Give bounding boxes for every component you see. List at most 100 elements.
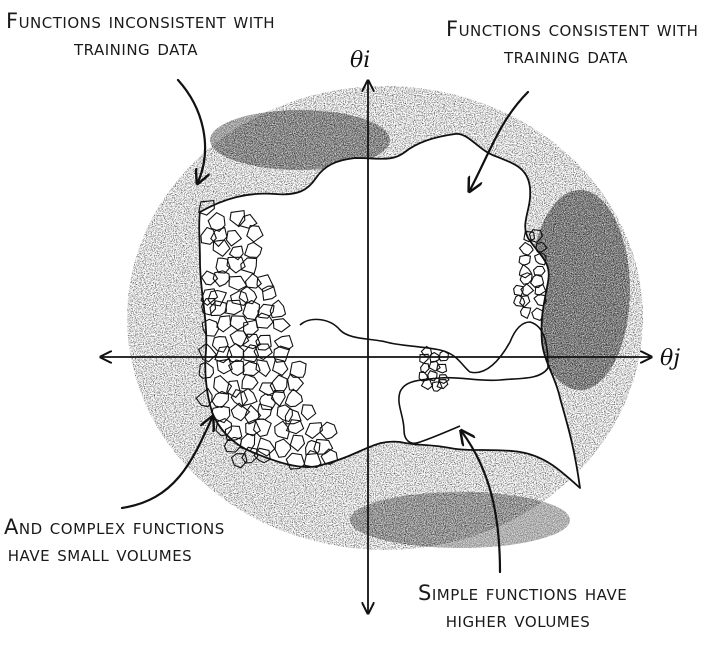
small-function-cell [523,230,535,243]
small-function-cell [209,300,227,317]
small-function-cell [289,360,307,378]
simple-function-volume [299,318,549,445]
small-function-cell [200,226,217,245]
small-function-cell [239,433,256,452]
caption-consistent: Functions consistent with training data [446,16,699,70]
small-function-cell [240,257,258,275]
arrow-inconsistent [176,78,205,182]
small-function-cell [226,256,246,274]
small-function-cell [242,361,261,377]
small-function-cell [519,272,533,285]
small-function-cell [211,390,230,409]
arrow-consistent [470,90,530,190]
small-function-cell [284,388,304,408]
caption-inconsistent-line2: training data [74,36,198,60]
small-function-cell [228,245,244,261]
small-function-cell [195,387,213,408]
small-function-cell [212,239,231,258]
small-function-cell [229,290,249,307]
small-function-cell [215,417,232,437]
small-function-cell [420,378,433,391]
small-function-cell [255,334,272,351]
arrow-complex [120,418,212,510]
small-function-cell [533,293,547,307]
small-function-cell [531,307,544,322]
caption-consistent-line1: Functions consistent with [446,17,699,41]
small-function-cell [210,226,228,248]
small-function-cell [223,436,243,453]
arrow-simple [462,432,502,574]
theta-i-label: θi [350,48,371,73]
small-function-cell [216,315,232,333]
small-function-cell [241,333,261,350]
small-function-cell [532,265,546,276]
small-function-cell [285,419,305,435]
small-function-cell [242,299,261,321]
small-function-cell [533,252,547,266]
small-function-cell [224,299,243,316]
small-function-cell [274,420,290,440]
small-function-cell [241,373,259,390]
small-function-cell [273,334,294,351]
small-function-cell [420,362,430,374]
small-function-cell [427,370,438,382]
small-function-cell [252,418,272,438]
small-function-cell [200,288,219,306]
caption-consistent-line2: training data [504,44,628,68]
small-function-cell [270,390,286,408]
small-function-cell [201,318,220,337]
theta-j-label: θj [660,346,681,371]
small-function-cell [272,318,291,333]
small-function-cell [285,452,306,470]
small-function-cell [198,361,215,379]
small-function-cell [229,330,250,348]
small-function-cell [224,425,243,442]
caption-complex-line1: And complex functions [4,515,225,539]
complex-function-cells-right [513,229,549,322]
caption-simple-line1: Simple functions have [418,581,628,605]
small-function-cell [201,297,217,316]
small-function-cell [528,229,544,243]
small-function-cell [200,270,219,286]
small-function-cell [259,393,277,411]
small-function-cell [226,380,241,399]
small-function-cell [513,294,526,307]
small-function-cell [256,274,275,293]
small-function-cell [256,437,276,457]
small-function-cell [240,387,258,407]
small-function-cell [319,421,338,440]
small-function-cell [518,254,532,266]
small-function-cell [245,273,263,289]
small-function-cell [261,285,277,301]
small-function-cell [303,449,322,469]
caption-complex-line2: have small volumes [7,542,193,566]
small-function-cell [241,446,259,464]
small-function-cell [257,303,275,319]
small-function-cell [287,373,305,392]
small-function-cell [212,270,231,288]
small-function-cell [436,379,449,390]
small-function-cell [435,363,448,374]
small-function-cell [535,241,549,253]
small-function-cell [269,374,288,394]
small-function-cell [518,263,533,279]
small-function-cell [320,448,339,465]
small-function-cell [255,312,274,329]
caption-complex: And complex functions have small volumes [4,514,225,568]
small-function-cell [529,274,545,289]
small-function-cell [215,257,231,274]
small-function-cell [300,404,317,421]
small-function-cell [284,408,302,425]
small-function-cell [211,405,231,424]
small-function-cell [230,402,251,422]
small-function-cell [289,434,306,452]
caption-inconsistent: Functions inconsistent with training dat… [6,8,275,62]
small-function-cell [269,299,287,319]
small-function-cell [225,229,243,247]
small-function-cell [228,275,248,291]
small-function-cell [274,438,292,458]
small-function-cell [229,315,249,331]
small-function-cell [438,374,450,385]
